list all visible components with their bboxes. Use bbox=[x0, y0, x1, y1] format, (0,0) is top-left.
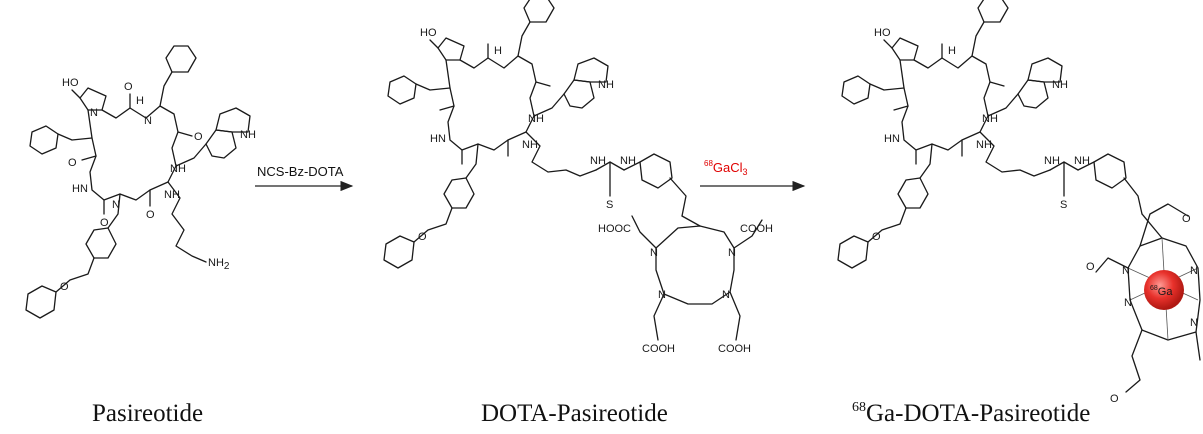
reaction-arrow-2: 68GaCl3 bbox=[700, 159, 806, 192]
dota-pasireotide-structure: HO H NH HN NH NH O NH NH S N N N N HOOC … bbox=[383, 0, 773, 355]
cooh-label: COOH bbox=[740, 223, 773, 235]
hn-label: HN bbox=[884, 133, 900, 145]
ga-label: 68Ga bbox=[1150, 285, 1173, 298]
nh-label: NH bbox=[598, 79, 614, 91]
o-label: O bbox=[124, 81, 133, 93]
n-label: N bbox=[728, 247, 736, 259]
reagent-ncs-bz-dota: NCS-Bz-DOTA bbox=[257, 164, 344, 179]
nh2-label: NH2 bbox=[208, 257, 230, 272]
nh-label: NH bbox=[1074, 155, 1090, 167]
ho-label: HO bbox=[874, 27, 891, 39]
nh-label: NH bbox=[590, 155, 606, 167]
ho-label: HO bbox=[62, 77, 79, 89]
gallium-sphere bbox=[1144, 270, 1184, 310]
ho-label: HO bbox=[420, 27, 437, 39]
o-label: O bbox=[100, 217, 109, 229]
ga-dota-pasireotide-structure: HO H NH HN NH NH O NH NH S O O O N N N bbox=[837, 0, 1201, 405]
nh-label: NH bbox=[522, 139, 538, 151]
nh-label: NH bbox=[976, 139, 992, 151]
hn-label: HN bbox=[72, 183, 88, 195]
n-label: N bbox=[112, 199, 120, 211]
label-ga-dota-pasireotide: 68Ga-DOTA-Pasireotide bbox=[852, 400, 1090, 427]
o-label: O bbox=[60, 281, 69, 293]
pasireotide-structure: HO N O H N O NH O HN O NH O N NH NH2 O bbox=[25, 45, 256, 319]
reaction-arrow-1: NCS-Bz-DOTA bbox=[255, 164, 354, 192]
nh-label: NH bbox=[1052, 79, 1068, 91]
label-pasireotide: Pasireotide bbox=[92, 400, 203, 427]
o-label: O bbox=[1110, 393, 1119, 405]
n-label: N bbox=[650, 247, 658, 259]
nh-label: NH bbox=[170, 163, 186, 175]
label-dota-pasireotide: DOTA-Pasireotide bbox=[481, 400, 668, 427]
nh-label: NH bbox=[528, 113, 544, 125]
n-label: N bbox=[1124, 297, 1132, 309]
nh-label: NH bbox=[240, 129, 256, 141]
h-label: H bbox=[948, 45, 956, 57]
n-label: N bbox=[90, 107, 98, 119]
h-label: H bbox=[136, 95, 144, 107]
cooh-label: COOH bbox=[718, 343, 751, 355]
s-label: S bbox=[606, 199, 613, 211]
o-label: O bbox=[418, 231, 427, 243]
o-label: O bbox=[194, 131, 203, 143]
o-label: O bbox=[1182, 213, 1191, 225]
nh-label: NH bbox=[164, 189, 180, 201]
nh-label: NH bbox=[1044, 155, 1060, 167]
n-label: N bbox=[658, 289, 666, 301]
n-label: N bbox=[1190, 265, 1198, 277]
o-label: O bbox=[68, 157, 77, 169]
o-label: O bbox=[1086, 261, 1095, 273]
reagent-gacl3: 68GaCl3 bbox=[704, 159, 748, 177]
n-label: N bbox=[144, 115, 152, 127]
n-label: N bbox=[1122, 265, 1130, 277]
hooc-label: HOOC bbox=[598, 223, 631, 235]
hn-label: HN bbox=[430, 133, 446, 145]
n-label: N bbox=[722, 289, 730, 301]
o-label: O bbox=[146, 209, 155, 221]
nh-label: NH bbox=[620, 155, 636, 167]
h-label: H bbox=[494, 45, 502, 57]
nh-label: NH bbox=[982, 113, 998, 125]
cooh-label: COOH bbox=[642, 343, 675, 355]
s-label: S bbox=[1060, 199, 1067, 211]
o-label: O bbox=[872, 231, 881, 243]
n-label: N bbox=[1190, 317, 1198, 329]
